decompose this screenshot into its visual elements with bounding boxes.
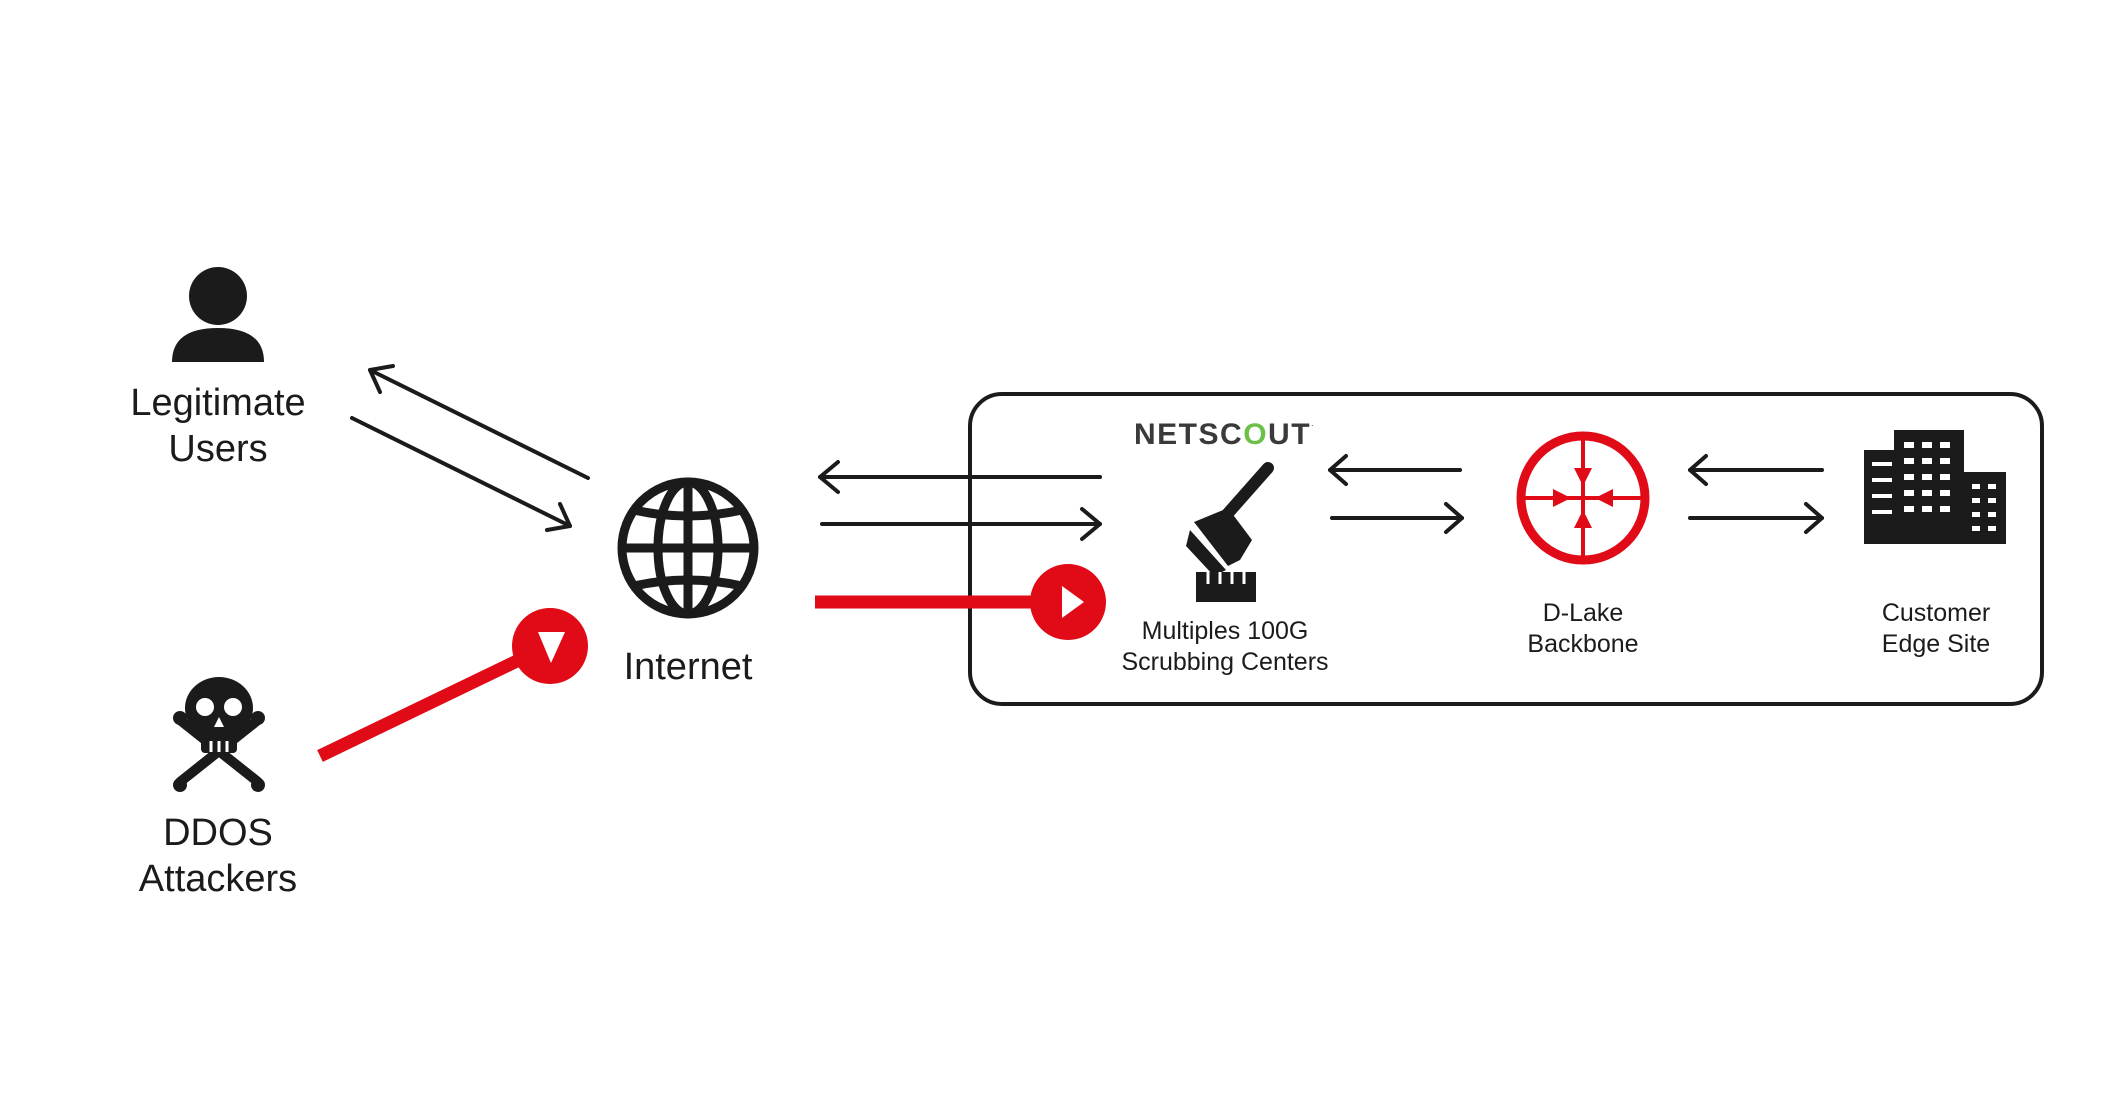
skull-crossbones-icon	[173, 677, 265, 792]
globe-icon	[617, 477, 759, 619]
netscout-logo-text-2: UT	[1268, 418, 1312, 451]
netscout-logo-o: O	[1243, 418, 1269, 451]
scrubbing-backbone-arrows	[1328, 454, 1464, 534]
legitimate-users-line1: Legitimate	[130, 382, 306, 424]
netscout-logo: NETSCOUT.	[1134, 418, 1315, 452]
legitimate-users-line2: Users	[168, 428, 268, 471]
scrubbing-centers-label: Multiples 100G Scrubbing Centers	[1090, 616, 1360, 679]
netscout-logo-text-1: NETSC	[1134, 418, 1244, 451]
provider-network-box	[968, 392, 2044, 706]
internet-scrubbing-arrows	[818, 460, 1102, 541]
ddos-attackers-line1: DDOS	[163, 812, 273, 854]
backbone-target-icon	[1516, 431, 1650, 565]
customer-edge-site-line1: Customer	[1881, 599, 1991, 627]
d-lake-backbone-line1: D-Lake	[1542, 599, 1624, 627]
backbone-customer-arrows	[1688, 454, 1824, 534]
users-internet-arrows	[350, 364, 590, 532]
customer-edge-site-label: Customer Edge Site	[1836, 598, 2036, 661]
attack-path-inbound	[317, 608, 588, 762]
scrubbing-centers-line1: Multiples 100G	[1141, 617, 1309, 645]
scrubbing-broom-icon	[1186, 462, 1274, 602]
netscout-logo-mark: .	[1311, 418, 1316, 428]
internet-label-text: Internet	[623, 646, 753, 688]
scrubbing-centers-line2: Scrubbing Centers	[1121, 648, 1329, 677]
user-icon	[172, 267, 264, 362]
internet-label: Internet	[588, 644, 788, 690]
d-lake-backbone-label: D-Lake Backbone	[1483, 598, 1683, 661]
legitimate-users-label: Legitimate Users	[88, 380, 348, 473]
customer-edge-site-line2: Edge Site	[1881, 630, 1991, 659]
attack-path-to-scrubbing	[815, 564, 1106, 640]
d-lake-backbone-line2: Backbone	[1527, 630, 1639, 659]
building-icon	[1864, 430, 2006, 544]
ddos-attackers-line2: Attackers	[138, 858, 298, 901]
ddos-attackers-label: DDOS Attackers	[88, 810, 348, 903]
